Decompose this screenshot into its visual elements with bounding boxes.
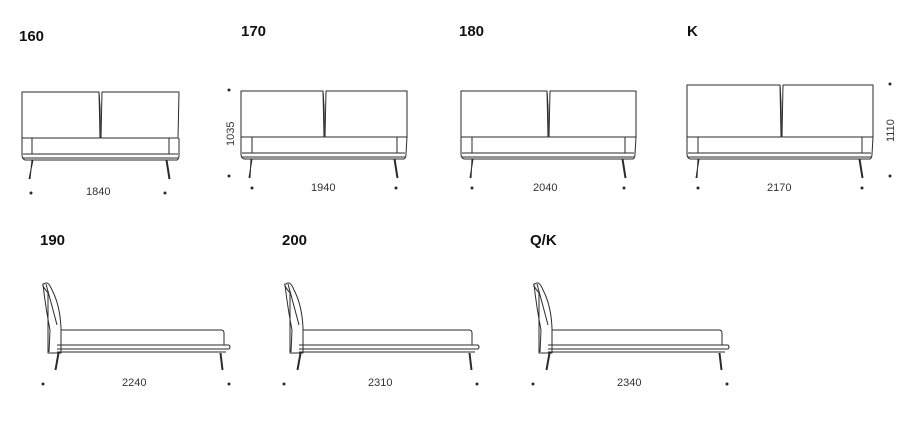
front-view-170 bbox=[227, 88, 408, 190]
front-view-160 bbox=[21, 91, 180, 195]
side-view-200 bbox=[282, 282, 480, 386]
length-dimension-190: 2240 bbox=[122, 377, 147, 389]
size-label-k: K bbox=[687, 23, 698, 40]
side-view-qk bbox=[531, 282, 730, 386]
width-dimension-k: 2170 bbox=[767, 182, 792, 194]
size-label-160: 160 bbox=[19, 28, 45, 45]
width-dimension-180: 2040 bbox=[533, 182, 558, 194]
length-dimension-200: 2310 bbox=[368, 377, 393, 389]
size-label-180: 180 bbox=[459, 23, 485, 40]
size-label-qk: Q/K bbox=[530, 232, 557, 249]
width-dimension-160: 1840 bbox=[86, 186, 111, 198]
front-view-k bbox=[686, 82, 892, 190]
size-label-190: 190 bbox=[40, 232, 66, 249]
size-label-170: 170 bbox=[241, 23, 267, 40]
front-view-180 bbox=[460, 90, 637, 190]
length-dimension-qk: 2340 bbox=[617, 377, 642, 389]
size-label-200: 200 bbox=[282, 232, 308, 249]
side-view-190 bbox=[41, 282, 231, 386]
width-dimension-170: 1940 bbox=[311, 182, 336, 194]
